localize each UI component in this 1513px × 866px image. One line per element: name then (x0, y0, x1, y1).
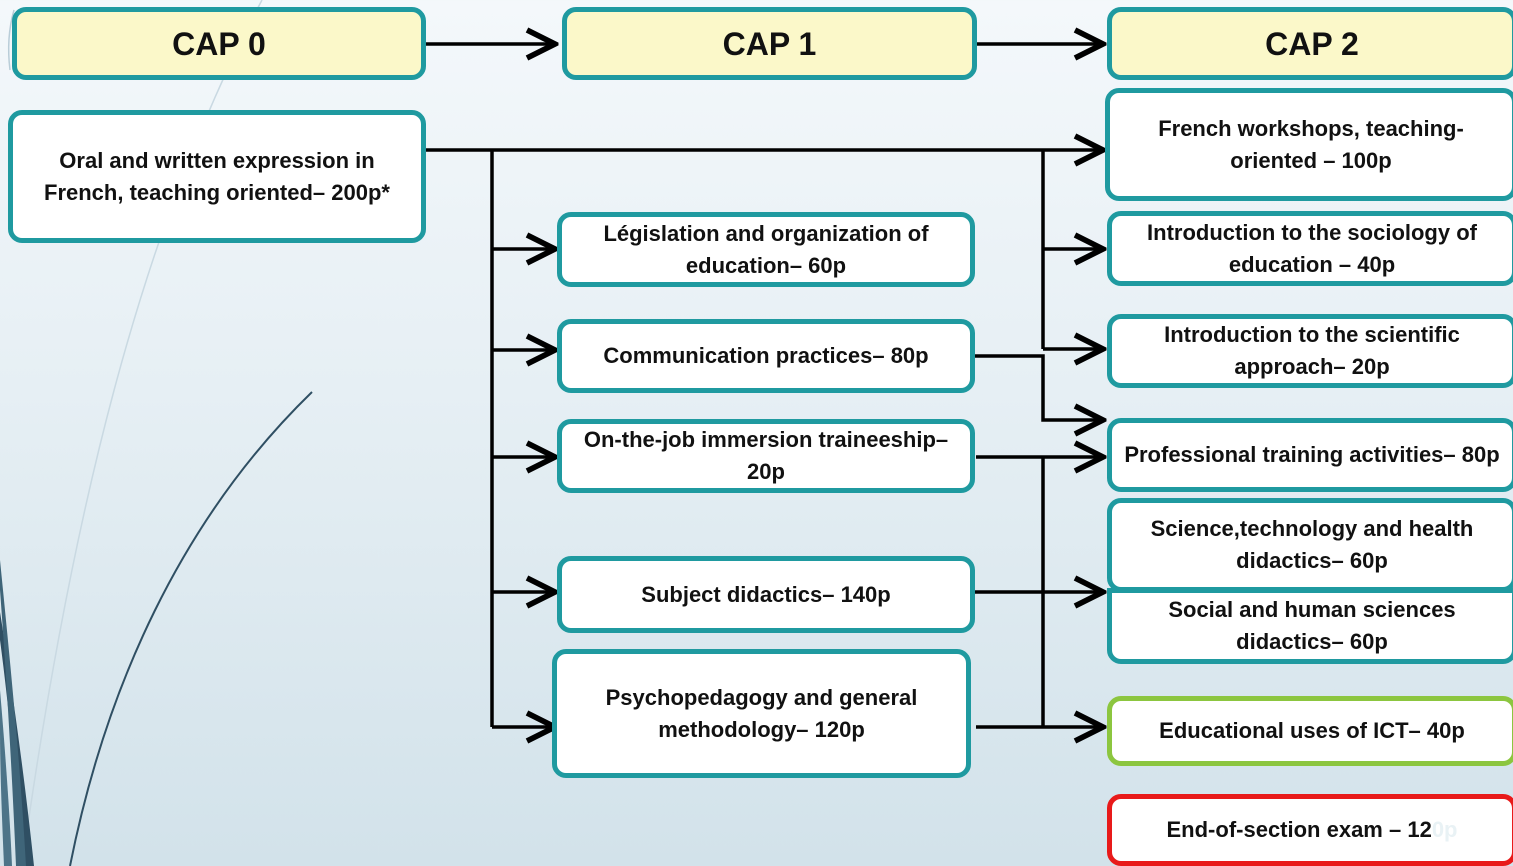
course-subject-didactics: Subject didactics– 140p (557, 556, 975, 633)
course-immersion-traineeship-label: On-the-job immersion traineeship– 20p (583, 427, 949, 484)
header-cap-2-label: CAP 2 (1265, 25, 1359, 62)
course-ict-uses: Educational uses of ICT– 40p (1107, 696, 1513, 766)
course-french-workshops-label: French workshops, teaching-oriented – 10… (1158, 115, 1464, 173)
end-of-section-exam: End-of-section exam – 120p (1107, 794, 1513, 866)
course-oral-written-expression-label: Oral and written expression in French, t… (44, 147, 390, 205)
course-immersion-traineeship: On-the-job immersion traineeship– 20p (557, 419, 975, 493)
course-professional-training-label: Professional training activities– 80p (1124, 442, 1500, 467)
course-science-didactics: Science,technology and health didactics–… (1107, 498, 1513, 592)
header-cap-0-label: CAP 0 (172, 25, 266, 62)
course-communication-practices-label: Communication practices– 80p (603, 343, 929, 368)
course-ict-uses-label: Educational uses of ICT– 40p (1159, 718, 1465, 743)
course-communication-practices: Communication practices– 80p (557, 319, 975, 393)
header-cap-1-label: CAP 1 (722, 25, 817, 62)
header-cap-0: CAP 0 (12, 7, 426, 80)
course-scientific-approach-label: Introduction to the scientific approach–… (1164, 322, 1460, 379)
exam-label-faded: 0p (1431, 817, 1458, 842)
header-cap-2: CAP 2 (1107, 7, 1513, 80)
end-of-section-exam-label: End-of-section exam – 120p (1167, 814, 1458, 846)
arrow-communication-to-training (974, 354, 1103, 420)
course-sociology-of-education-label: Introduction to the sociology of educati… (1147, 219, 1477, 277)
course-psychopedagogy: Psychopedagogy and general methodology– … (552, 649, 971, 778)
course-oral-written-expression: Oral and written expression in French, t… (8, 110, 426, 243)
course-psychopedagogy-label: Psychopedagogy and general methodology– … (605, 684, 918, 742)
course-legislation: Législation and organization of educatio… (557, 212, 975, 287)
course-french-workshops: French workshops, teaching-oriented – 10… (1105, 88, 1513, 201)
exam-label-main: End-of-section exam – 12 (1166, 817, 1432, 842)
header-cap-1: CAP 1 (562, 7, 977, 80)
course-subject-didactics-label: Subject didactics– 140p (641, 581, 891, 607)
course-social-didactics-label: Social and human sciences didactics– 60p (1168, 597, 1456, 654)
course-scientific-approach: Introduction to the scientific approach–… (1107, 314, 1513, 388)
course-science-didactics-label: Science,technology and health didactics–… (1150, 516, 1474, 573)
course-professional-training: Professional training activities– 80p (1107, 418, 1513, 492)
course-social-didactics: Social and human sciences didactics– 60p (1107, 588, 1513, 664)
course-legislation-label: Législation and organization of educatio… (603, 220, 929, 278)
course-sociology-of-education: Introduction to the sociology of educati… (1107, 211, 1513, 286)
